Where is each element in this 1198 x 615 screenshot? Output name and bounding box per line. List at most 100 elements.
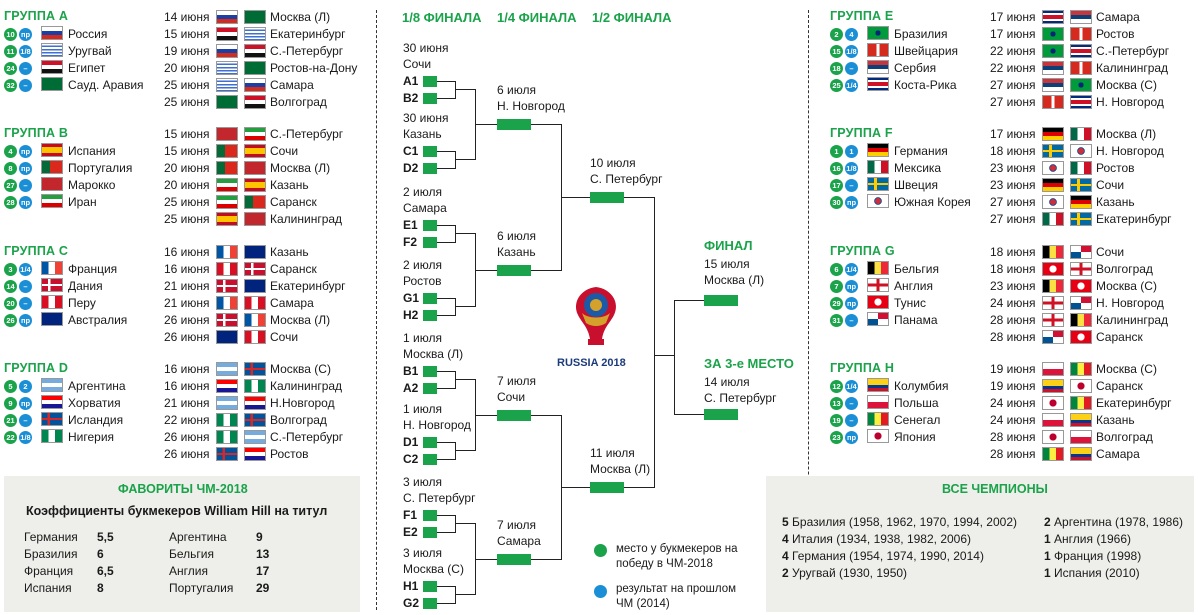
match-city: Калининград: [270, 212, 343, 226]
away-flag-icon: [244, 178, 266, 192]
away-flag-icon: [1070, 10, 1092, 24]
home-flag-icon: [1042, 362, 1064, 376]
match-date: 20 июня: [164, 161, 210, 175]
away-flag-icon: [244, 78, 266, 92]
sf-city: С. Петербург: [590, 172, 663, 186]
match-city: Сочи: [270, 330, 299, 344]
match-city: Саранск: [1096, 379, 1143, 393]
away-flag-icon: [1070, 95, 1092, 109]
bookmaker-rank-badge: 12: [830, 380, 843, 393]
home-flag-icon: [216, 195, 238, 209]
qf-slot-marker: [497, 554, 531, 565]
r16-date: 3 июля: [403, 475, 442, 489]
team-name: Панама: [894, 313, 938, 327]
match-city: Сочи: [1096, 178, 1125, 192]
team-name: Хорватия: [68, 396, 121, 410]
qf-city: Сочи: [497, 390, 526, 404]
match-date: 19 июня: [990, 362, 1036, 376]
away-flag-icon: [244, 212, 266, 226]
home-flag-icon: [216, 178, 238, 192]
r16-city: Сочи: [403, 57, 432, 71]
away-flag-icon: [244, 362, 266, 376]
champion-row: 2 Уругвай (1930, 1950): [782, 565, 907, 581]
match-city: Москва (С): [270, 362, 331, 376]
away-flag-icon: [1070, 296, 1092, 310]
bracket-line: [475, 270, 497, 271]
bookmaker-rank-badge: 32: [4, 79, 17, 92]
bookmaker-rank-badge: 7: [830, 280, 843, 293]
match-city: Волгоград: [1096, 262, 1153, 276]
bookmaker-rank-badge: 29: [830, 297, 843, 310]
bookmaker-rank-badge: 1: [830, 145, 843, 158]
favorite-team: Англия: [169, 564, 208, 578]
match-city: Казань: [270, 178, 309, 192]
match-city: Москва (Л): [270, 313, 331, 327]
match-date: 24 июня: [990, 296, 1036, 310]
bookmaker-rank-badge: 6: [830, 263, 843, 276]
bookmaker-rank-badge: 25: [830, 79, 843, 92]
last-wc-result-badge: 4: [845, 28, 858, 41]
home-flag-icon: [216, 362, 238, 376]
qf-date: 7 июля: [497, 374, 536, 388]
away-flag-icon: [244, 144, 266, 158]
champion-row: 5 Бразилия (1958, 1962, 1970, 1994, 2002…: [782, 514, 1017, 530]
bracket-line: [475, 124, 497, 125]
away-flag-icon: [244, 447, 266, 461]
home-flag-icon: [1042, 195, 1064, 209]
away-flag-icon: [1070, 127, 1092, 141]
r16-team-slot-2: F2: [403, 235, 418, 249]
away-flag-icon: [1070, 178, 1092, 192]
match-date: 17 июня: [990, 127, 1036, 141]
match-date: 17 июня: [990, 10, 1036, 24]
team-flag-icon: [41, 26, 63, 40]
match-date: 24 июня: [990, 396, 1036, 410]
sf-date: 10 июля: [590, 156, 636, 170]
last-wc-result-badge: –: [845, 414, 858, 427]
team-flag-icon: [867, 143, 889, 157]
last-wc-result-badge: 2: [19, 380, 32, 393]
bracket-line: [455, 225, 456, 243]
team-name: Швеция: [894, 178, 938, 192]
away-flag-icon: [244, 313, 266, 327]
favorites-title: ФАВОРИТЫ ЧМ-2018: [118, 482, 248, 496]
bookmaker-rank-badge: 16: [830, 162, 843, 175]
match-date: 27 июня: [990, 78, 1036, 92]
match-city: Саранск: [270, 195, 317, 209]
away-flag-icon: [1070, 245, 1092, 259]
away-flag-icon: [1070, 27, 1092, 41]
match-date: 15 июня: [164, 127, 210, 141]
bracket-line: [437, 151, 455, 152]
bracket-line: [654, 355, 674, 356]
match-date: 19 июня: [990, 379, 1036, 393]
team-name: Португалия: [68, 161, 133, 175]
match-date: 19 июня: [164, 44, 210, 58]
match-date: 20 июня: [164, 61, 210, 75]
champion-years: Испания (2010): [1054, 566, 1140, 580]
bracket-line: [455, 594, 475, 595]
match-city: Н. Новгород: [1096, 296, 1164, 310]
bracket-line: [437, 586, 455, 587]
bracket-line: [437, 371, 455, 372]
match-date: 23 июня: [990, 279, 1036, 293]
team-name: Уругвай: [68, 44, 112, 58]
team-name: Аргентина: [68, 379, 126, 393]
team-name: Япония: [894, 430, 936, 444]
away-flag-icon: [244, 27, 266, 41]
favorite-team: Португалия: [169, 581, 234, 595]
match-city: Волгоград: [270, 95, 327, 109]
team-name: Сербия: [894, 61, 937, 75]
bracket-line: [561, 487, 591, 488]
team-flag-icon: [867, 26, 889, 40]
away-flag-icon: [244, 413, 266, 427]
away-flag-icon: [1070, 330, 1092, 344]
away-flag-icon: [244, 330, 266, 344]
bracket-line: [531, 270, 561, 271]
champion-title-count: 5: [782, 515, 789, 529]
legend-blue-dot-icon: [594, 585, 607, 598]
team-flag-icon: [867, 60, 889, 74]
qf-date: 6 июля: [497, 83, 536, 97]
away-flag-icon: [1070, 430, 1092, 444]
r16-team-slot-1: F1: [403, 508, 418, 522]
team-flag-icon: [867, 312, 889, 326]
r16-city: Н. Новгород: [403, 418, 471, 432]
